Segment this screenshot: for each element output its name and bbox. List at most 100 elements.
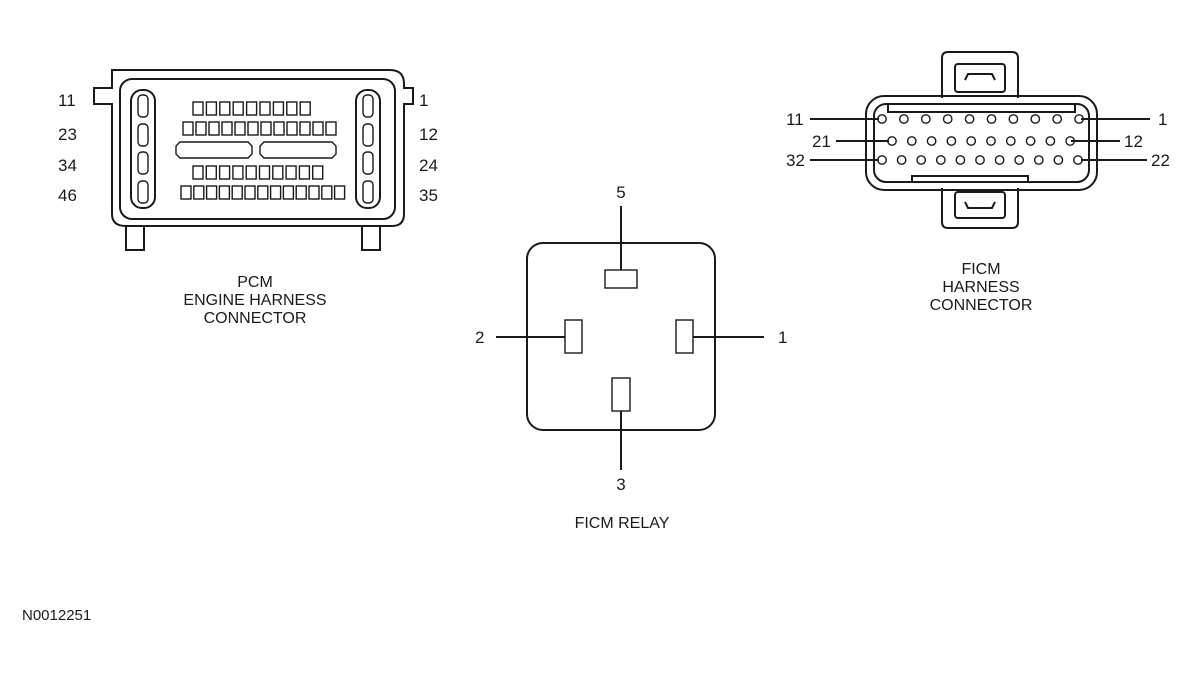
ficm-top-latch: [941, 51, 1019, 98]
pcm-pin-cavity: [286, 101, 298, 116]
ficm-pin-cavity: [887, 136, 897, 146]
ficm-pin-label-left-2: 21: [812, 132, 831, 151]
ficm-pin-cavity: [1025, 136, 1036, 146]
pcm-caption-line-3: CONNECTOR: [204, 310, 307, 327]
ficm-pin-cavity: [916, 155, 927, 165]
pcm-pin-label-right-1: 1: [419, 91, 428, 110]
ficm-housing: [865, 95, 1098, 191]
pcm-pin-cavity: [232, 165, 244, 180]
ficm-pin-cavity: [877, 155, 887, 165]
ficm-pin-cavity: [1008, 114, 1019, 124]
relay-terminal-3: [611, 377, 631, 412]
pcm-key-right: [259, 141, 337, 159]
pcm-pin-cavity: [192, 101, 204, 116]
ficm-pin-cavity: [1033, 155, 1044, 165]
pcm-left-column: [130, 89, 156, 209]
pcm-pin-cavity: [244, 185, 256, 200]
pcm-pin-cavity: [272, 101, 285, 116]
pcm-pin-cavity: [308, 185, 320, 200]
pcm-right-leg: [361, 226, 381, 251]
ficm-pin-cavity: [877, 114, 887, 124]
pcm-pin-cavity: [247, 121, 259, 136]
pcm-left-leg: [125, 226, 145, 251]
pcm-pin-cavity: [245, 165, 257, 180]
pcm-side-slot-left: [137, 151, 149, 175]
pcm-pin-cavity: [192, 165, 204, 180]
pcm-pin-cavity: [269, 185, 282, 200]
ficm-connector: 11 21 32 1 12 22 FICM HARNESS CONNECTOR: [786, 51, 1170, 314]
relay-pin-label-right: 1: [778, 328, 787, 347]
ficm-pin-cavity: [906, 136, 917, 146]
ficm-pin-cavity: [1014, 155, 1025, 165]
pcm-pin-label-left-1: 11: [58, 91, 76, 110]
pcm-pin-label-right-2: 12: [419, 125, 438, 144]
pcm-pin-cavity: [205, 101, 218, 116]
ficm-pin-cavity: [986, 136, 996, 146]
pcm-side-slot-right: [362, 123, 374, 147]
pcm-side-slots: [137, 94, 374, 204]
pcm-pin-cavity: [205, 165, 218, 180]
relay-terminal-2: [564, 319, 583, 354]
pcm-pin-cavity: [195, 121, 207, 136]
ficm-pin-label-right-1: 1: [1158, 110, 1167, 129]
ficm-caption-line-2: HARNESS: [942, 279, 1019, 296]
ficm-top-rib: [887, 104, 1076, 113]
pcm-pin-cavity: [312, 121, 324, 136]
pcm-pin-cavity: [208, 121, 220, 136]
pcm-pin-cavity: [180, 185, 192, 200]
pcm-connector: 11 23 34 46 1 12 24 35 PCM ENGINE HARNES…: [58, 69, 438, 327]
pcm-caption-line-2: ENGINE HARNESS: [183, 292, 326, 309]
pcm-pin-cavity: [282, 185, 295, 200]
ficm-pin-label-left-3: 32: [786, 151, 805, 170]
figure-id: N0012251: [22, 607, 91, 624]
pcm-pin-cavity: [273, 121, 285, 136]
ficm-pin-cavity: [942, 114, 953, 124]
pcm-pin-cavity: [234, 121, 246, 136]
pcm-side-slot-right: [362, 151, 374, 175]
ficm-pin-cavity: [966, 136, 977, 146]
ficm-bottom-latch: [941, 188, 1019, 229]
ficm-pin-cavity: [896, 155, 907, 165]
relay-pin-label-left: 2: [475, 328, 484, 347]
pcm-pin-cavity: [231, 185, 243, 200]
ficm-pin-cavity: [946, 136, 957, 146]
pcm-inner-frame: [119, 78, 396, 220]
ficm-pin-cavity: [899, 114, 909, 124]
ficm-pin-cavity: [955, 155, 966, 165]
relay-caption: FICM RELAY: [575, 515, 670, 532]
pcm-pin-cavity: [299, 121, 311, 136]
pcm-pin-cavity: [260, 121, 272, 136]
relay-pin-label-bottom: 3: [616, 475, 625, 494]
pcm-pin-cavity: [325, 121, 337, 136]
ficm-bottom-latch-tab: [964, 201, 996, 209]
pcm-pin-label-left-4: 46: [58, 186, 77, 205]
pcm-pin-cavity: [286, 121, 298, 136]
pcm-pin-cavity: [298, 165, 311, 180]
pcm-pin-cavity: [245, 101, 258, 116]
pcm-pin-grid: [180, 101, 346, 200]
ficm-bottom-rib: [911, 175, 1029, 182]
relay-terminal-1: [675, 319, 694, 354]
ficm-pin-label-right-3: 22: [1151, 151, 1170, 170]
ficm-caption-line-1: FICM: [961, 261, 1000, 278]
ficm-caption-line-3: CONNECTOR: [930, 297, 1033, 314]
ficm-pin-grid: [877, 114, 1085, 165]
pcm-pin-cavity: [321, 185, 333, 200]
ficm-relay: 5 2 1 3 FICM RELAY: [475, 183, 787, 532]
ficm-pin-cavity: [1052, 114, 1063, 124]
ficm-bottom-latch-window: [954, 191, 1006, 219]
pcm-side-slot-left: [137, 180, 149, 204]
ficm-pin-cavity: [1030, 114, 1041, 124]
pcm-pin-cavity: [193, 185, 205, 200]
pcm-side-slot-right: [362, 180, 374, 204]
pcm-pin-cavity: [219, 101, 231, 116]
pcm-pin-cavity: [299, 101, 311, 116]
relay-pin-label-top: 5: [616, 183, 625, 202]
pcm-side-slot-left: [137, 94, 149, 118]
ficm-pin-cavity: [986, 114, 997, 124]
relay-terminal-5: [604, 269, 638, 289]
pcm-right-column: [355, 89, 381, 209]
pcm-pin-cavity: [295, 185, 307, 200]
pcm-pin-cavity: [312, 165, 324, 180]
pcm-pin-label-left-3: 34: [58, 156, 77, 175]
